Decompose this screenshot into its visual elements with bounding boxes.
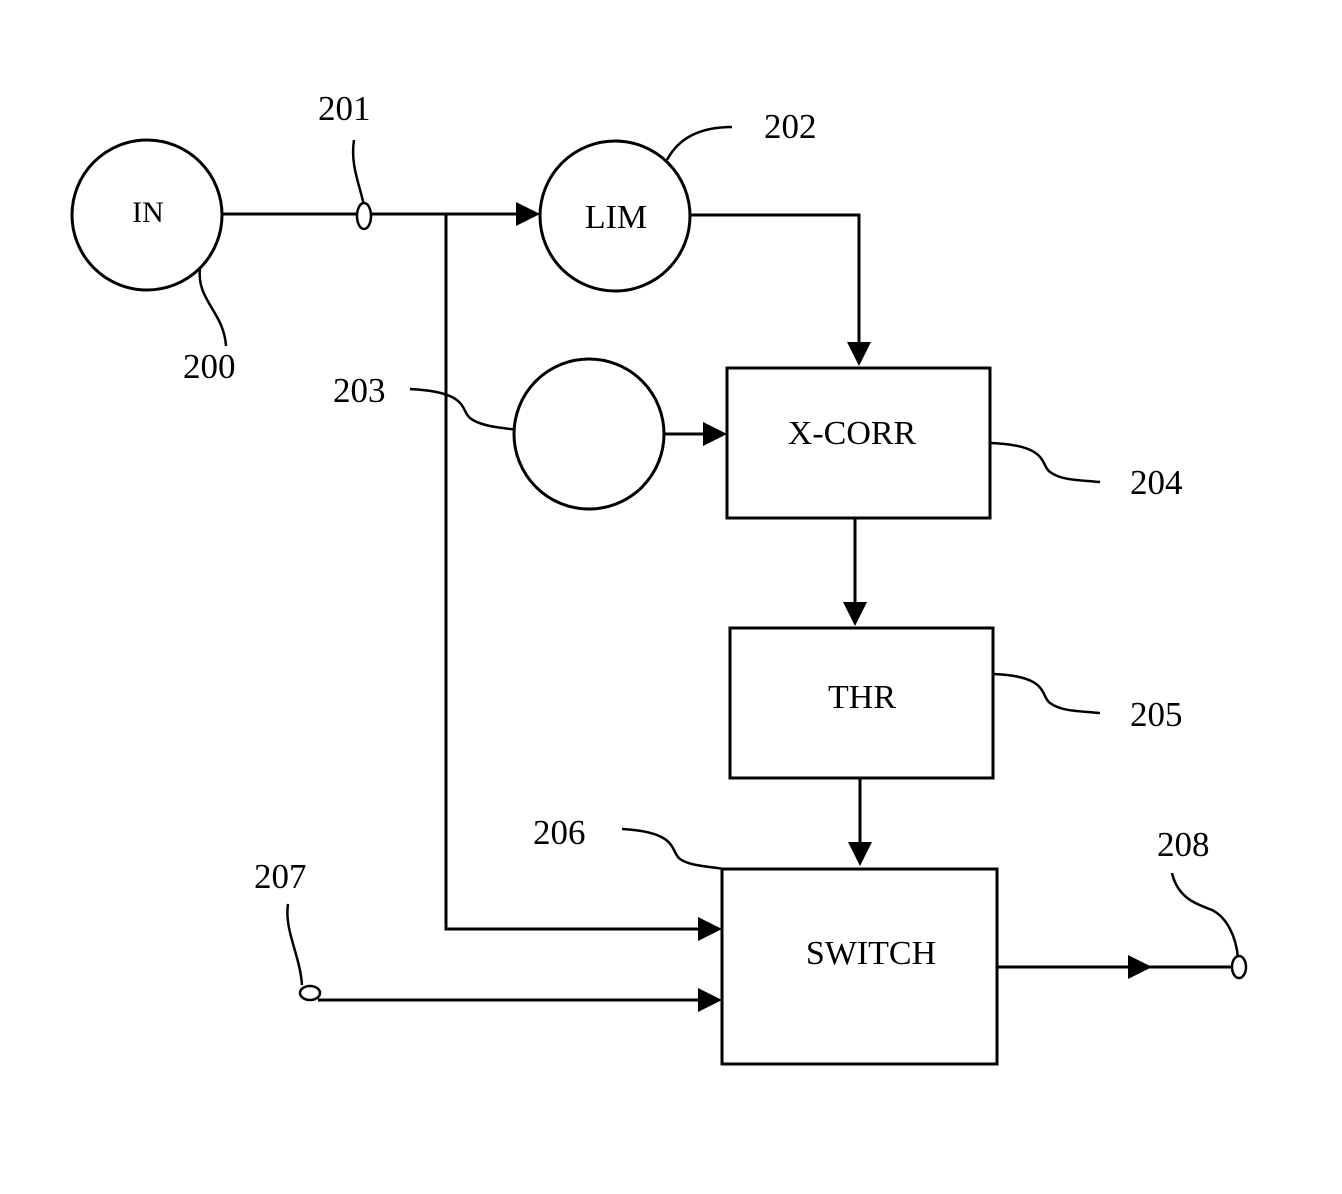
- arrow-207-into-switch: [698, 988, 722, 1012]
- ref-202: 202: [764, 107, 817, 146]
- arrow-into-xcorr-left: [703, 422, 727, 446]
- thr-label: THR: [828, 679, 896, 716]
- ref-205: 205: [1130, 695, 1183, 734]
- lim-label: LIM: [585, 199, 647, 236]
- arrow-into-thr: [843, 602, 867, 626]
- node-in: IN: [72, 140, 222, 290]
- ref-204: 204: [1130, 463, 1183, 502]
- leader-200: [200, 268, 226, 346]
- leader-204: [990, 443, 1100, 482]
- arrow-into-xcorr-top: [847, 342, 871, 366]
- terminal-207: [300, 986, 320, 1000]
- arrow-branch-into-switch: [698, 917, 722, 941]
- arrow-into-lim: [516, 202, 540, 226]
- terminal-201: [357, 203, 371, 229]
- wire-lim-to-xcorr: [690, 215, 859, 346]
- ref-200: 200: [183, 347, 236, 386]
- node-lim: LIM: [540, 141, 690, 291]
- leader-207: [287, 904, 302, 985]
- leader-205: [993, 674, 1100, 713]
- ref-203: 203: [333, 371, 386, 410]
- leader-208: [1172, 873, 1238, 958]
- leader-203: [410, 389, 520, 430]
- ref-201: 201: [318, 89, 371, 128]
- leader-206: [622, 829, 724, 869]
- arrow-into-switch-top: [848, 842, 872, 866]
- node-reference-generator: [514, 359, 664, 509]
- node-switch: SWITCH: [722, 869, 997, 1064]
- leader-201: [353, 140, 364, 206]
- in-label: IN: [132, 196, 164, 229]
- arrow-output: [1128, 955, 1152, 979]
- leader-202: [667, 127, 732, 160]
- node-xcorr: X-CORR: [727, 368, 990, 518]
- reference-numerals: 200 201 202 203 204 205 206 207 208: [183, 89, 1210, 896]
- terminal-208: [1232, 956, 1246, 978]
- node-thr: THR: [730, 628, 993, 778]
- ref-206: 206: [533, 813, 586, 852]
- ref-208: 208: [1157, 825, 1210, 864]
- leader-lines: [200, 127, 1238, 985]
- switch-label: SWITCH: [806, 935, 936, 972]
- ref-207: 207: [254, 857, 307, 896]
- reference-circle: [514, 359, 664, 509]
- xcorr-label: X-CORR: [788, 415, 917, 452]
